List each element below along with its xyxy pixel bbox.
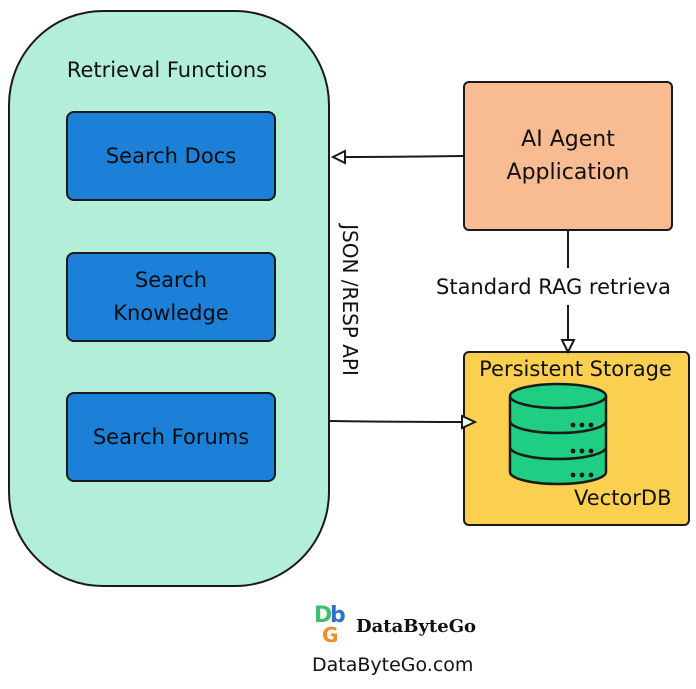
standard-rag-retrieval-label: Standard RAG retrieva: [436, 275, 671, 299]
arrow-functions-to-storage: [329, 414, 478, 430]
arrow-agent-to-storage: [560, 229, 576, 355]
vectordb-label: VectorDB: [574, 486, 672, 510]
brand-url: DataByteGo.com: [312, 654, 474, 676]
svg-text:b: b: [330, 603, 346, 628]
persistent-storage-title: Persistent Storage: [479, 357, 672, 381]
search-forums-label: Search Forums: [92, 424, 250, 449]
search-docs-label: Search Docs: [105, 143, 237, 168]
databytego-logo-icon: D b G: [314, 603, 346, 647]
svg-text:D: D: [314, 603, 332, 628]
search-knowledge-node: Search Knowledge: [66, 252, 276, 342]
database-stack-icon: [508, 382, 608, 486]
arrow-agent-to-functions: [330, 149, 464, 165]
search-docs-node: Search Docs: [66, 111, 276, 201]
ai-agent-label: AI Agent Application: [506, 127, 630, 185]
ai-agent-node: AI Agent Application: [463, 81, 673, 231]
retrieval-functions-title: Retrieval Functions: [66, 58, 268, 82]
search-knowledge-label: Search Knowledge: [113, 268, 229, 325]
svg-text:G: G: [322, 623, 338, 647]
brand-name: DataByteGo: [356, 616, 477, 637]
search-forums-node: Search Forums: [66, 392, 276, 482]
